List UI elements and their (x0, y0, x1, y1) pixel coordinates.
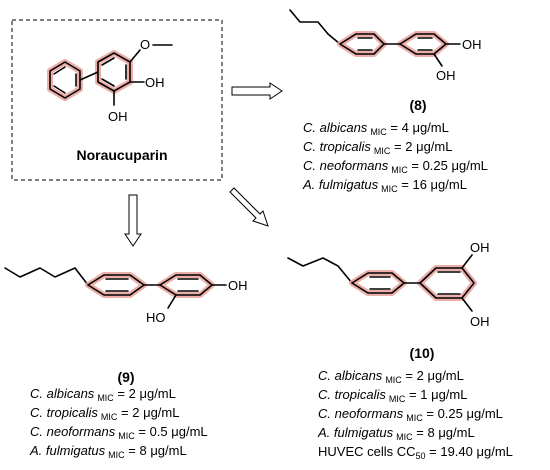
cytotoxicity-sub: 50 (416, 451, 426, 461)
activity-organism: C. tropicalis (30, 405, 98, 420)
activity-value: = 1 μg/mL (405, 387, 467, 402)
activity-value: = 2 μg/mL (114, 386, 176, 401)
bond (461, 297, 473, 312)
bond (461, 254, 473, 269)
cytotoxicity-prefix: HUVEC cells CC (318, 444, 416, 459)
noraucuparin-oh-label-1: OH (145, 75, 165, 90)
activity-line: HUVEC cells CC50 = 19.40 μg/mL (318, 444, 513, 461)
compound-8-id: (8) (409, 97, 426, 113)
activity-organism: A. fulmigatus (317, 425, 394, 440)
biaryl-bond (79, 71, 99, 81)
activity-sub: MIC (389, 394, 406, 404)
activity-value: = 2 μg/mL (402, 368, 464, 383)
bond (167, 294, 177, 309)
compound-8-structure (289, 9, 461, 67)
noraucuparin-methoxy-label: O (140, 37, 150, 52)
activity-sub: MIC (108, 450, 125, 460)
bond (129, 49, 141, 63)
arrow-to-compound-10 (229, 187, 269, 227)
activity-organism: A. fulmigatus (29, 443, 106, 458)
activity-sub: MIC (101, 412, 118, 422)
compound-9-id: (9) (117, 369, 134, 385)
compound-9-ring-a-highlight (85, 272, 147, 298)
bond (433, 53, 443, 67)
noraucuparin-name: Noraucuparin (76, 147, 167, 163)
activity-organism: C. tropicalis (303, 139, 371, 154)
activity-organism: C. tropicalis (318, 387, 386, 402)
activity-value: = 0.25 μg/mL (408, 158, 488, 173)
compound-8-oh-1: OH (462, 37, 482, 52)
compound-9-oh-1: OH (228, 278, 248, 293)
noraucuparin-structure (47, 44, 173, 106)
activity-organism: A. fulmigatus (302, 177, 379, 192)
activity-organism: C. neoformans (318, 406, 404, 421)
compound-10-oh-1: OH (470, 240, 490, 255)
activity-organism: C. albicans (30, 386, 95, 401)
activity-sub: MIC (385, 375, 402, 385)
activity-sub: MIC (370, 127, 387, 137)
pentyl-chain (287, 257, 353, 284)
cytotoxicity-value: = 19.40 μg/mL (426, 444, 513, 459)
compound-10-structure (287, 254, 477, 312)
compound-8-oh-2: OH (436, 68, 456, 83)
activity-value: = 0.5 μg/mL (135, 424, 208, 439)
butyl-chain (289, 9, 329, 35)
activity-organism: C. neoformans (30, 424, 116, 439)
activity-value: = 0.25 μg/mL (423, 406, 503, 421)
activity-value: = 16 μg/mL (398, 177, 467, 192)
activity-sub: MIC (97, 393, 114, 403)
compound-10-oh-2: OH (470, 314, 490, 329)
activity-value: = 2 μg/mL (117, 405, 179, 420)
activity-organism: C. neoformans (303, 158, 389, 173)
arrow-to-compound-8 (231, 82, 283, 100)
noraucuparin-box (11, 19, 223, 181)
compound-8-ring-b-highlight (397, 31, 449, 57)
compound-9-structure (4, 267, 227, 309)
pentyl-chain (4, 267, 89, 286)
activity-sub: MIC (118, 431, 135, 441)
activity-sub: MIC (381, 184, 398, 194)
activity-value: = 8 μg/mL (413, 425, 475, 440)
activity-value: = 4 μg/mL (387, 120, 449, 135)
compound-10-ring-b (419, 267, 475, 299)
activity-sub: MIC (406, 413, 423, 423)
activity-organism: C. albicans (318, 368, 383, 383)
bond (53, 85, 66, 94)
bond (101, 57, 115, 66)
activity-value: = 2 μg/mL (390, 139, 452, 154)
noraucuparin-oh-label-2: OH (108, 109, 128, 124)
arrow-to-compound-9 (124, 194, 142, 247)
activity-organism: C. albicans (303, 120, 368, 135)
activity-sub: MIC (391, 165, 408, 175)
activity-sub: MIC (396, 432, 413, 442)
bond (101, 78, 115, 87)
bond (53, 66, 66, 75)
noraucuparin-ring-a (49, 61, 81, 99)
activity-sub: MIC (374, 146, 391, 156)
compound-9-ho-2: HO (146, 310, 166, 325)
compound-10-id: (10) (410, 345, 435, 361)
activity-value: = 8 μg/mL (125, 443, 187, 458)
